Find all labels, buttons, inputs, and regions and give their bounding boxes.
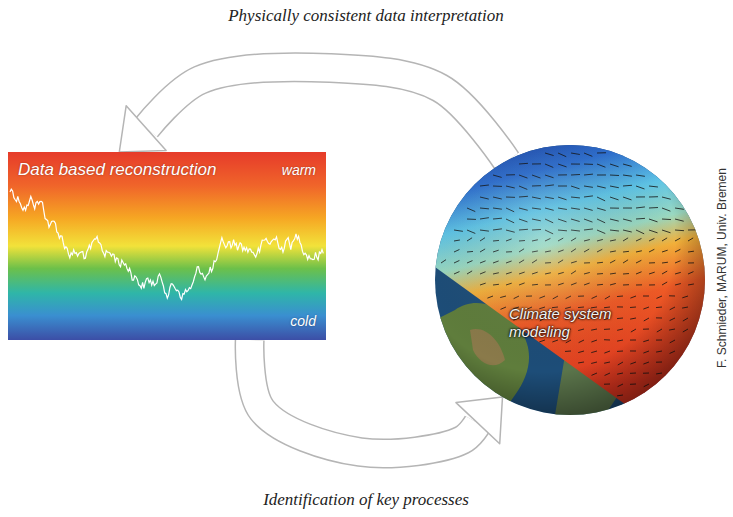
globe-illustration (435, 145, 705, 415)
color-scale (8, 152, 326, 340)
arrow-body (146, 67, 506, 161)
globe-shading (435, 145, 705, 415)
arrow-outline (250, 340, 478, 453)
globe-model: Climate system modeling (435, 145, 705, 415)
edge-caption: Identification of key processes (259, 490, 473, 510)
temperature-record (8, 152, 326, 340)
ocean (435, 145, 705, 415)
edge-caption: Physically consistent data interpretatio… (224, 6, 508, 26)
globe-title: Climate system modeling (509, 305, 644, 341)
hollow-arrow (119, 67, 506, 161)
arrow-head (119, 106, 166, 152)
reconstruction-panel: Data based reconstruction warm cold (8, 152, 326, 340)
arrow-head (456, 397, 503, 444)
arrow-body (250, 340, 478, 453)
warm-label: warm (282, 162, 316, 179)
temperature-curve (10, 189, 323, 299)
model-field (435, 145, 705, 415)
arrow-outline (146, 67, 506, 161)
photo-credit: F. Schmieder, MARUM, Univ. Bremen (715, 168, 729, 368)
cold-label: cold (290, 313, 316, 330)
panel-title: Data based reconstruction (18, 160, 238, 180)
